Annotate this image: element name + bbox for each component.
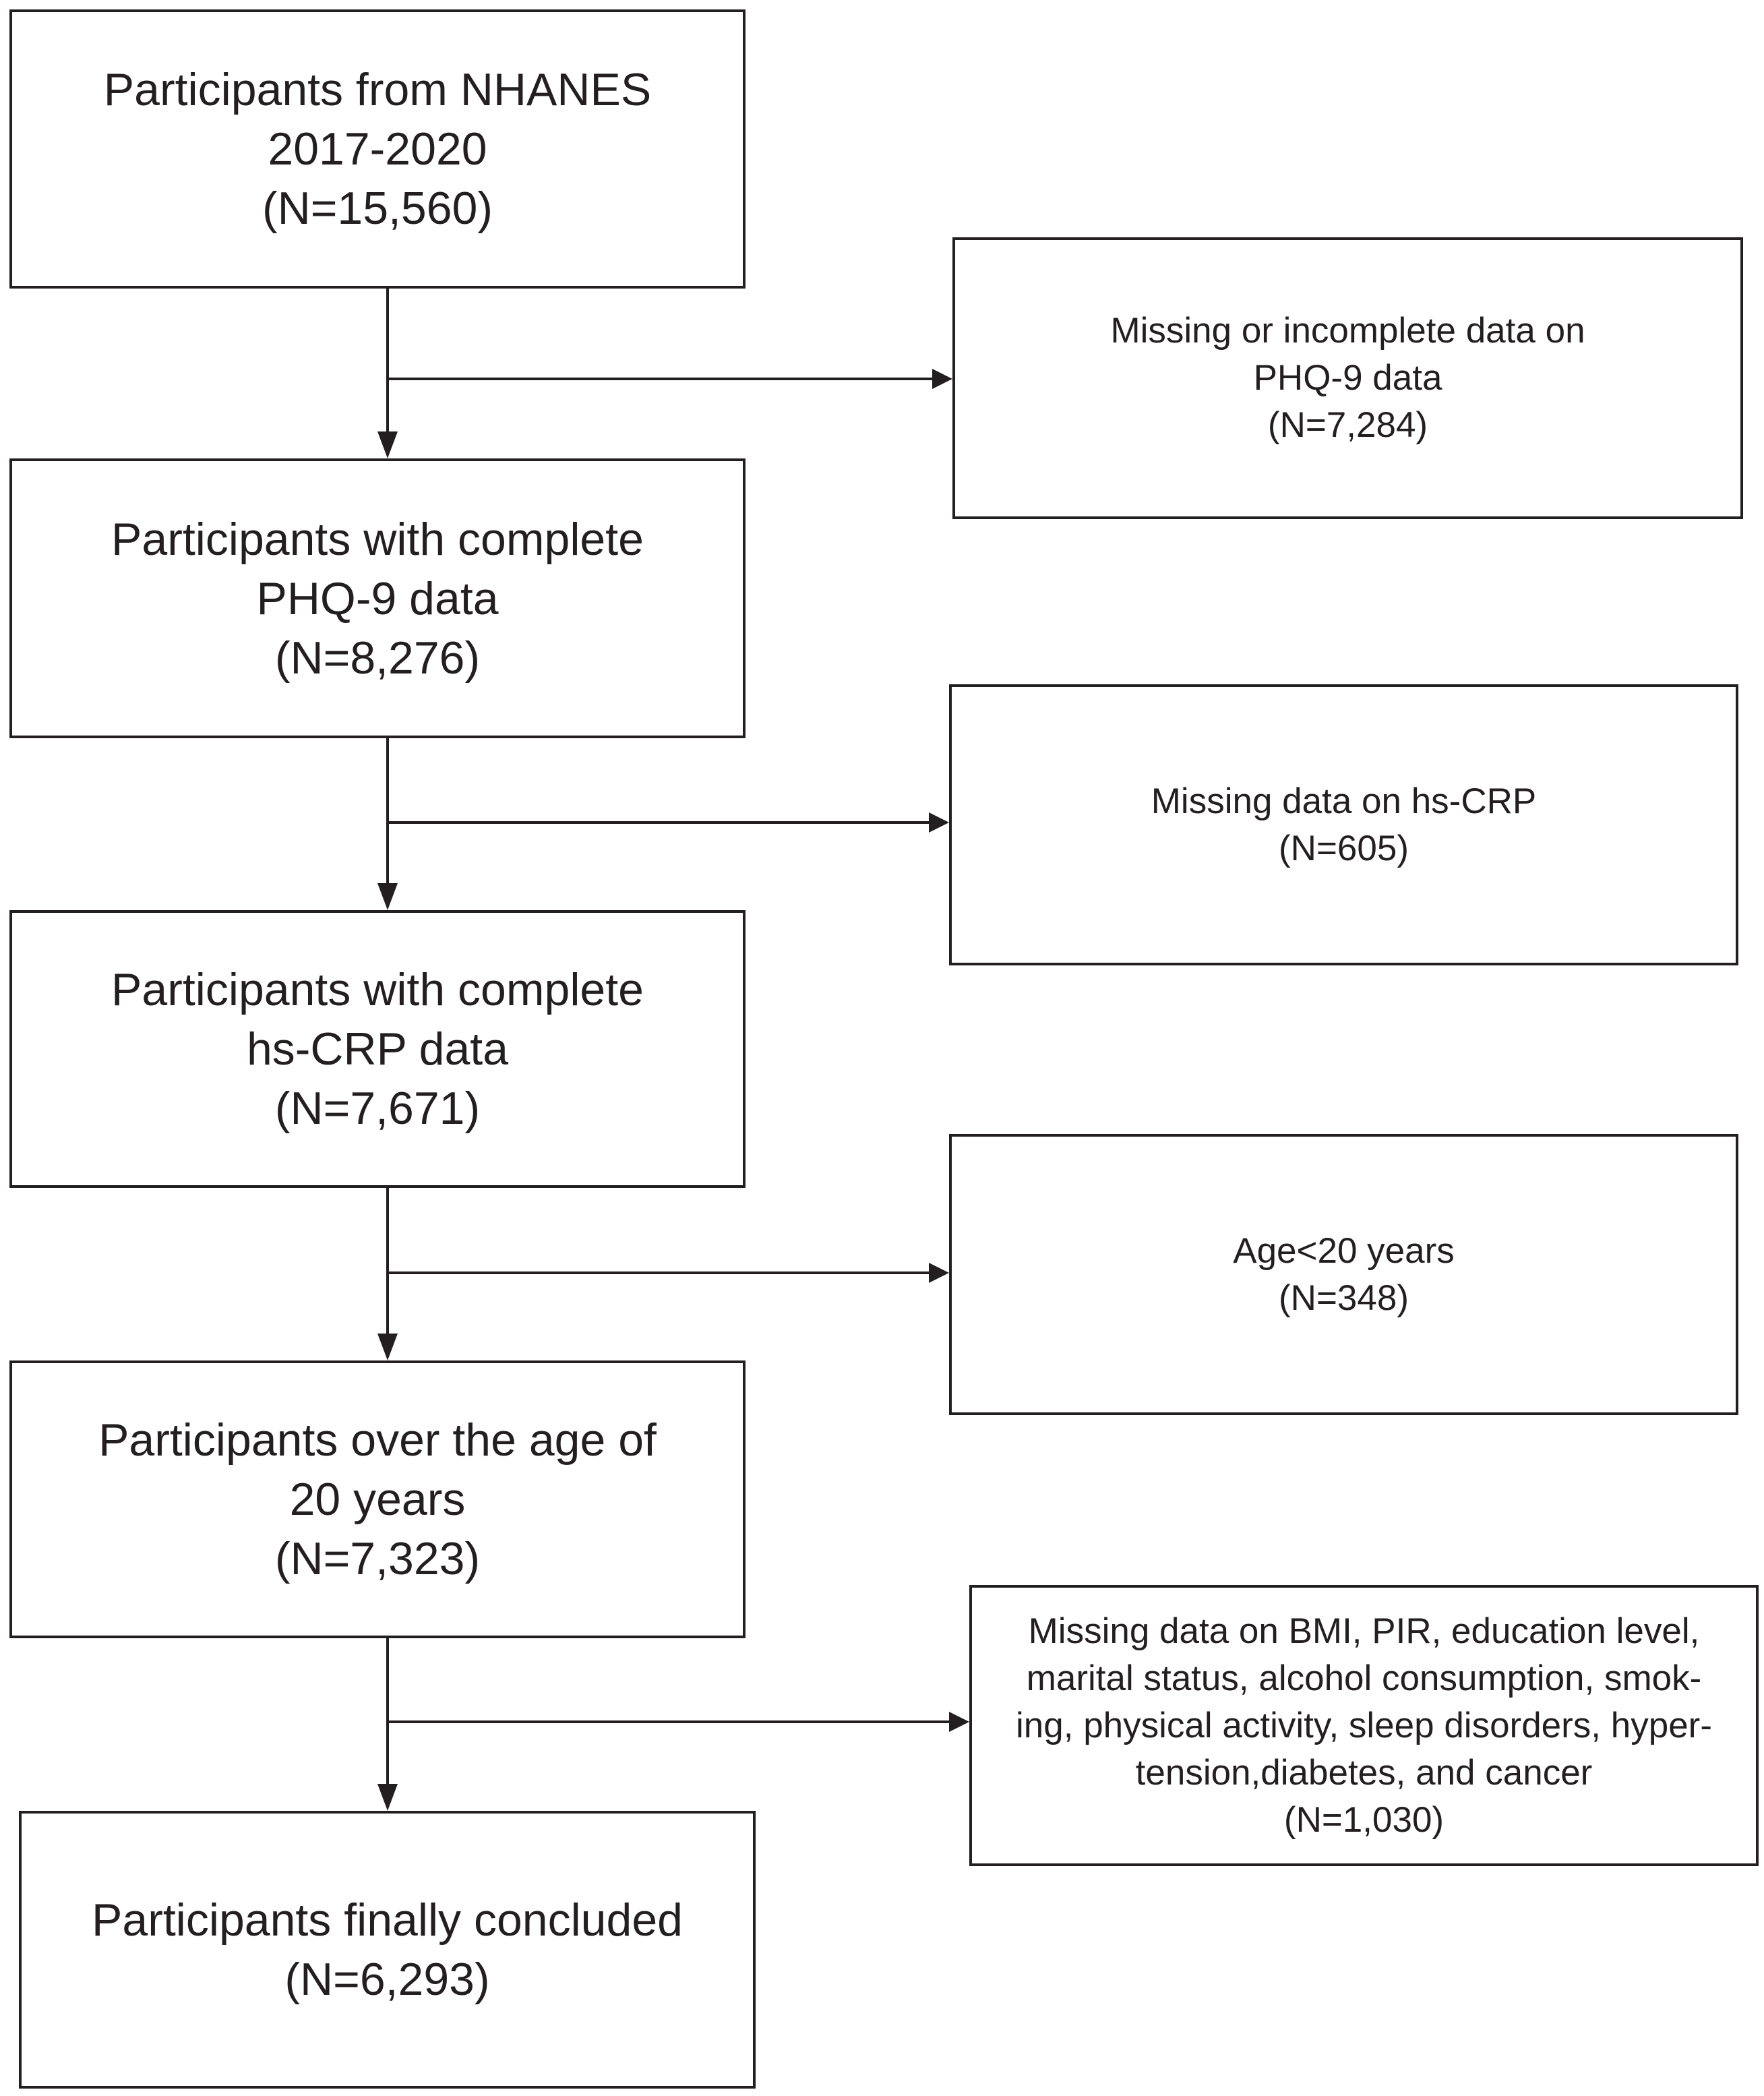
arrowhead-right-2	[929, 812, 949, 833]
exclusion-box-hscrp-missing: Missing data on hs-CRP (N=605)	[949, 684, 1738, 965]
step-box-nhanes-participants: Participants from NHANES 2017-2020 (N=15…	[9, 9, 746, 289]
exclusion-box-covariates-missing: Missing data on BMI, PIR, education leve…	[969, 1585, 1759, 1866]
step-box-label: Participants over the age of 20 years (N…	[98, 1414, 657, 1584]
exclusion-box-label: Missing or incomplete data on PHQ-9 data…	[1110, 311, 1585, 445]
arrowhead-down-4	[377, 1784, 398, 1811]
exclusion-box-label: Missing data on BMI, PIR, education leve…	[1016, 1611, 1712, 1840]
arrowhead-down-1	[377, 431, 398, 458]
exclusion-box-phq9-missing: Missing or incomplete data on PHQ-9 data…	[952, 237, 1743, 519]
exclusion-box-label: Missing data on hs-CRP (N=605)	[1151, 781, 1537, 868]
exclusion-box-age-under-20: Age<20 years (N=348)	[949, 1134, 1738, 1415]
step-box-complete-hscrp: Participants with complete hs-CRP data (…	[9, 910, 746, 1188]
arrowhead-right-1	[932, 369, 952, 389]
step-box-label: Participants with complete hs-CRP data (…	[111, 964, 644, 1134]
step-box-label: Participants with complete PHQ-9 data (N…	[111, 513, 644, 684]
step-box-label: Participants finally concluded (N=6,293)	[92, 1894, 683, 2005]
step-box-over-20-years: Participants over the age of 20 years (N…	[9, 1360, 746, 1638]
exclusion-box-label: Age<20 years (N=348)	[1233, 1230, 1455, 1318]
arrowhead-right-3	[929, 1263, 949, 1283]
step-box-label: Participants from NHANES 2017-2020 (N=15…	[103, 64, 652, 234]
step-box-complete-phq9: Participants with complete PHQ-9 data (N…	[9, 458, 746, 738]
arrowhead-down-3	[377, 1334, 398, 1360]
arrowhead-right-4	[949, 1712, 969, 1732]
arrowhead-down-2	[377, 883, 398, 910]
step-box-final-participants: Participants finally concluded (N=6,293)	[19, 1811, 756, 2089]
